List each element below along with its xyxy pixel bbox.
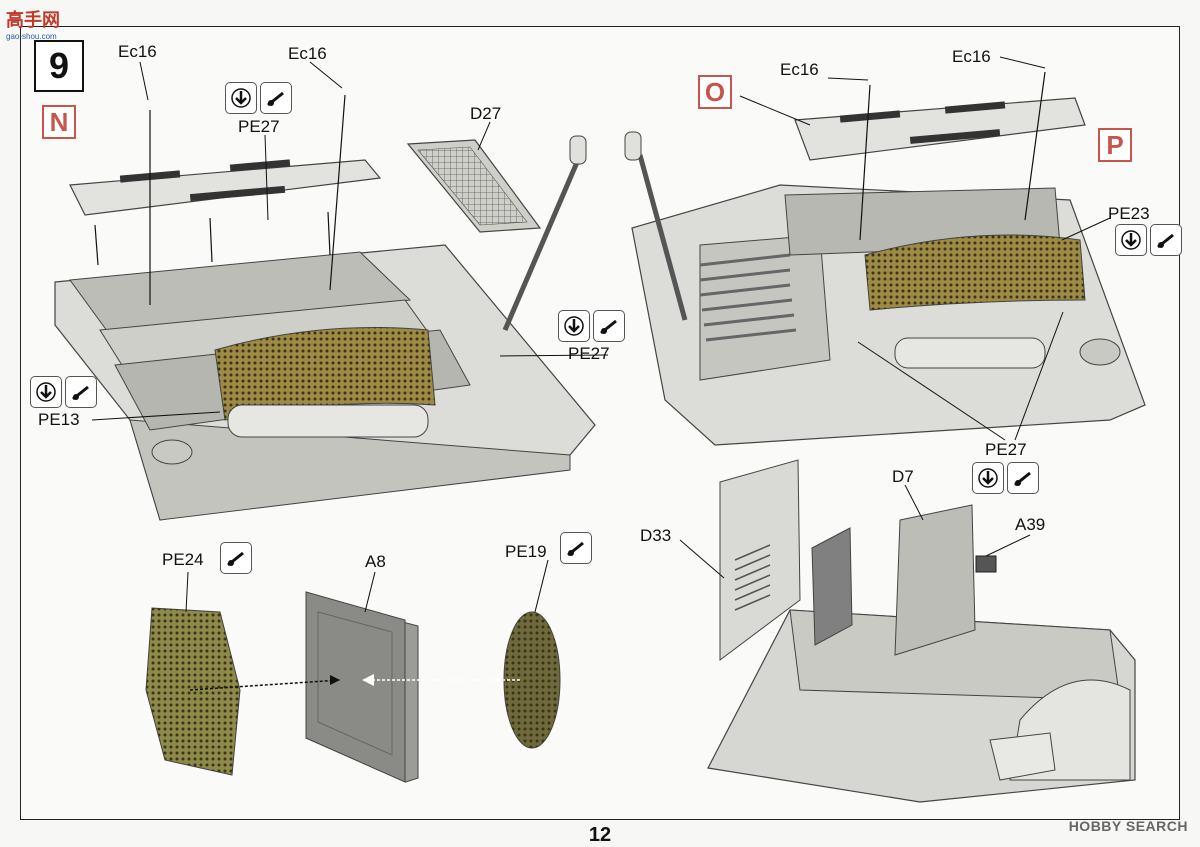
bend-down-icon <box>225 82 257 114</box>
label-pe27: PE27 <box>985 440 1027 459</box>
glue-bottle-icon <box>1007 462 1039 494</box>
label-ec16: Ec16 <box>780 60 819 79</box>
icon-single <box>220 542 252 574</box>
icon-single <box>560 532 592 564</box>
label-pe27: PE27 <box>238 117 280 136</box>
bend-down-icon <box>30 376 62 408</box>
watermark-url-text: gao-shou.com <box>6 32 57 41</box>
label-pe27: PE27 <box>568 344 610 363</box>
bend-down-icon <box>558 310 590 342</box>
label-a8: A8 <box>365 552 386 571</box>
left-hull-assembly <box>54 135 596 521</box>
interior-assembly <box>707 459 1136 803</box>
site-watermark-bottom: HOBBY SEARCH <box>1068 818 1188 834</box>
label-pe13: PE13 <box>38 410 80 429</box>
label-ec16: Ec16 <box>118 42 157 61</box>
label-a39: A39 <box>1015 515 1046 534</box>
icon-pair <box>225 82 292 114</box>
label-d33: D33 <box>640 526 672 545</box>
site-watermark-top: 高手网 gao-shou.com <box>6 6 60 41</box>
hatch-subassembly <box>145 591 561 783</box>
icon-pair <box>1115 224 1182 256</box>
glue-bottle-icon <box>260 82 292 114</box>
glue-bottle-icon <box>1150 224 1182 256</box>
label-ec16: Ec16 <box>952 47 991 66</box>
label-d27: D27 <box>470 104 502 123</box>
view-marker-n: N <box>42 105 76 139</box>
glue-bottle-icon <box>220 542 252 574</box>
label-pe19: PE19 <box>505 542 547 561</box>
glue-bottle-icon <box>560 532 592 564</box>
page-number: 12 <box>588 824 612 846</box>
view-marker-p: P <box>1098 128 1132 162</box>
label-ec16: Ec16 <box>288 44 327 63</box>
watermark-cn-text: 高手网 <box>6 10 60 30</box>
icon-pair <box>30 376 97 408</box>
right-hull-assembly <box>624 97 1146 446</box>
glue-bottle-icon <box>65 376 97 408</box>
label-pe24: PE24 <box>162 550 204 569</box>
bend-down-icon <box>1115 224 1147 256</box>
icon-pair <box>972 462 1039 494</box>
view-marker-o: O <box>698 75 732 109</box>
step-number: 9 <box>34 40 84 92</box>
label-d7: D7 <box>892 467 914 486</box>
bend-down-icon <box>972 462 1004 494</box>
label-pe23: PE23 <box>1108 204 1150 223</box>
icon-pair <box>558 310 625 342</box>
glue-bottle-icon <box>593 310 625 342</box>
